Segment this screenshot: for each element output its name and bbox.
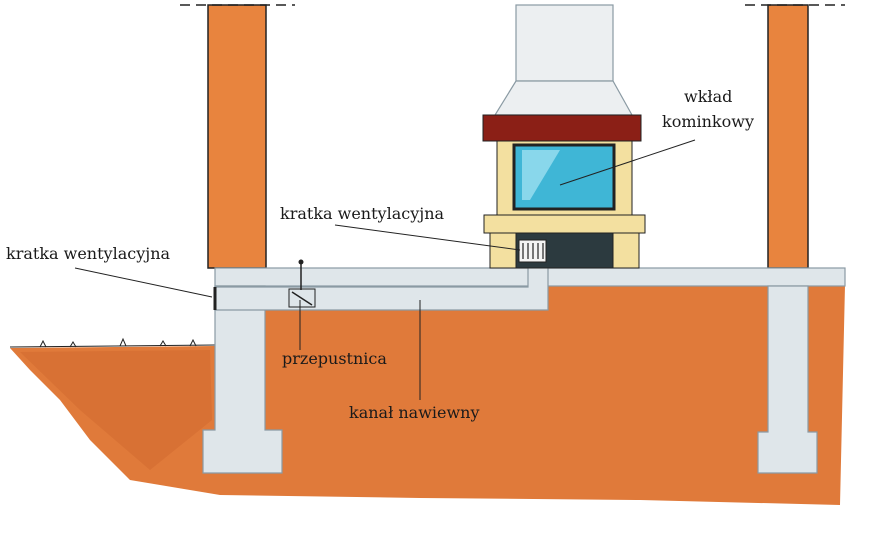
label-vent-grate-upper: kratka wentylacyjna (280, 204, 444, 223)
fireplace-shelf (483, 214, 646, 234)
label-insert-line1: wkład (684, 87, 732, 106)
leader-lines (74, 139, 696, 400)
fireplace-mantel (482, 114, 642, 142)
grass-line (9, 337, 216, 348)
leader-grate-upper (334, 224, 521, 251)
label-insert-line2: kominkowy (662, 112, 754, 131)
fireplace-base-right (612, 232, 640, 269)
chimney-hood (493, 80, 634, 116)
label-supply-channel: kanał nawiewny (349, 403, 480, 422)
leader-insert (559, 139, 696, 186)
leader-grate-left (74, 267, 213, 298)
label-damper: przepustnica (282, 349, 387, 368)
damper (288, 259, 316, 308)
glass-highlight (522, 150, 560, 200)
right-wall-pillar (767, 4, 809, 269)
left-wall-pillar (207, 4, 267, 269)
fireplace-base-left (489, 232, 517, 269)
earth-texture (20, 350, 212, 470)
right-foundation (757, 285, 818, 474)
left-foundation (202, 285, 283, 474)
label-vent-grate-left: kratka wentylacyjna (6, 244, 170, 263)
chimney-flue (515, 4, 614, 82)
vent-grate-upper (518, 239, 547, 263)
